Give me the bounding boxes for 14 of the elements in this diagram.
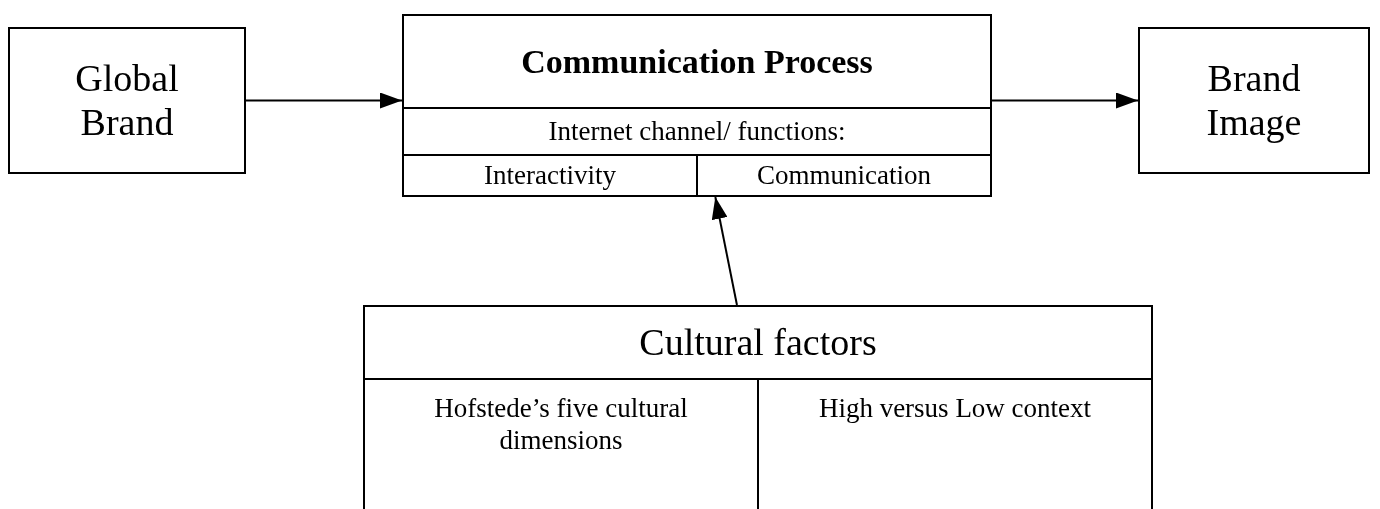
arrow — [711, 196, 738, 306]
table-cell: Communication — [698, 156, 990, 195]
table-box — [402, 14, 992, 197]
arrow — [245, 92, 403, 109]
table-box — [363, 305, 1153, 509]
table-cell: Internet channel/ functions: — [404, 107, 990, 154]
box-heading: Communication Process — [520, 42, 874, 83]
arrow — [991, 92, 1139, 109]
table-cell: High versus Low context — [759, 380, 1151, 509]
process-box: Brand Image — [1138, 27, 1370, 174]
box-heading: Cultural factors — [365, 307, 1151, 380]
table-cell: Hofstede’s five cultural dimensions — [365, 380, 759, 509]
process-box: Global Brand — [8, 27, 246, 174]
table-cell: Interactivity — [404, 156, 698, 195]
